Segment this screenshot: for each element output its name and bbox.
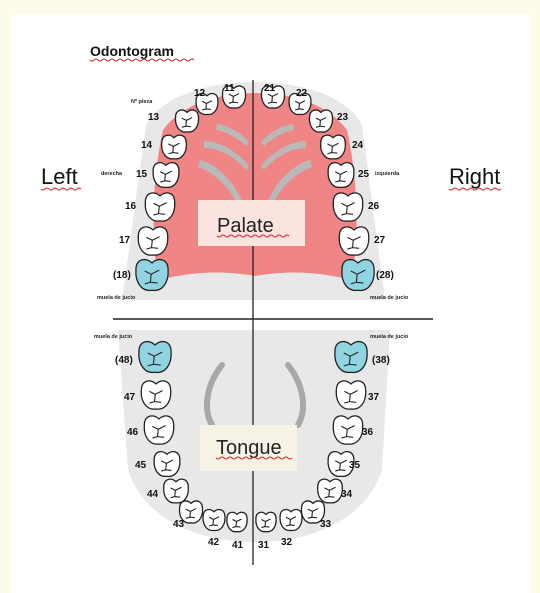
tooth-label-23: 23 <box>337 112 349 123</box>
tooth-13 <box>175 110 198 132</box>
tooth-label-38: (38) <box>372 355 390 366</box>
derecha-label: derecha <box>101 171 123 177</box>
tooth-crown-25 <box>328 163 354 188</box>
tooth-37 <box>336 381 366 409</box>
tooth-label-24: 24 <box>352 140 364 151</box>
tooth-crown-36 <box>333 416 363 444</box>
tooth-crown-28 <box>342 260 374 291</box>
tooth-23 <box>309 110 332 132</box>
tooth-crown-27 <box>339 227 369 255</box>
tooth-label-34: 34 <box>341 489 353 500</box>
wisdom-caption-lower-left: muela de jucio <box>94 334 133 340</box>
tooth-15 <box>153 163 179 188</box>
tooth-crown-17 <box>138 227 168 255</box>
tooth-16 <box>145 193 175 221</box>
tooth-24 <box>321 135 346 159</box>
wisdom-caption-upper-left: muela de jucio <box>97 295 136 301</box>
tongue-label: Tongue <box>216 437 282 459</box>
tooth-label-31: 31 <box>258 540 270 551</box>
tooth-31 <box>256 512 276 531</box>
tooth-label-48: (48) <box>115 355 133 366</box>
tooth-crown-38 <box>335 342 367 373</box>
tooth-label-16: 16 <box>125 201 137 212</box>
tooth-label-11: 11 <box>224 83 235 94</box>
tooth-crown-23 <box>309 110 332 132</box>
tooth-crown-48 <box>139 342 171 373</box>
tooth-47 <box>141 381 171 409</box>
izquierda-label: izquierda <box>375 171 400 177</box>
tooth-38 <box>335 342 367 373</box>
title-underline <box>90 59 194 61</box>
tooth-crown-32 <box>280 510 302 531</box>
tooth-crown-14 <box>162 135 187 159</box>
tooth-48 <box>139 342 171 373</box>
tooth-crown-41 <box>227 512 247 531</box>
tooth-label-12: 12 <box>194 88 206 99</box>
tooth-label-42: 42 <box>208 537 220 548</box>
palate-label: Palate <box>217 215 274 237</box>
tooth-crown-37 <box>336 381 366 409</box>
tooth-label-47: 47 <box>124 392 136 403</box>
tooth-crown-24 <box>321 135 346 159</box>
tooth-36 <box>333 416 363 444</box>
tooth-label-17: 17 <box>119 235 131 246</box>
wisdom-caption-upper-right: muela de jucio <box>370 295 409 301</box>
tooth-18 <box>136 260 168 291</box>
tooth-label-35: 35 <box>349 460 361 471</box>
diagram-title: Odontogram <box>90 43 174 59</box>
tooth-crown-46 <box>144 416 174 444</box>
tooth-crown-26 <box>333 193 363 221</box>
tooth-number-caption: Nº pieza <box>131 99 153 105</box>
tooth-25 <box>328 163 354 188</box>
tooth-crown-18 <box>136 260 168 291</box>
tooth-label-18: (18) <box>113 270 131 281</box>
tooth-label-22: 22 <box>296 88 308 99</box>
tooth-label-28: (28) <box>376 270 394 281</box>
tooth-34 <box>318 479 343 503</box>
tooth-label-37: 37 <box>368 392 380 403</box>
tooth-crown-34 <box>318 479 343 503</box>
tooth-label-36: 36 <box>362 427 374 438</box>
tooth-label-44: 44 <box>147 489 159 500</box>
side-right-label: Right <box>449 164 500 189</box>
tooth-label-41: 41 <box>232 540 244 551</box>
tooth-label-21: 21 <box>264 83 276 94</box>
tooth-label-13: 13 <box>148 112 160 123</box>
tooth-label-27: 27 <box>374 235 386 246</box>
tooth-label-33: 33 <box>320 519 332 530</box>
tooth-46 <box>144 416 174 444</box>
tooth-label-26: 26 <box>368 201 380 212</box>
tooth-label-15: 15 <box>136 169 148 180</box>
tooth-label-46: 46 <box>127 427 139 438</box>
tooth-label-14: 14 <box>141 140 153 151</box>
tooth-crown-16 <box>145 193 175 221</box>
tooth-label-32: 32 <box>281 537 293 548</box>
wisdom-caption-lower-right: muela de jucio <box>370 334 409 340</box>
tooth-28 <box>342 260 374 291</box>
side-left-label: Left <box>41 164 78 189</box>
tooth-label-45: 45 <box>135 460 147 471</box>
tooth-32 <box>280 510 302 531</box>
tooth-crown-44 <box>164 479 189 503</box>
tooth-crown-31 <box>256 512 276 531</box>
tooth-41 <box>227 512 247 531</box>
tooth-crown-47 <box>141 381 171 409</box>
tooth-27 <box>339 227 369 255</box>
tooth-crown-42 <box>203 510 225 531</box>
tooth-14 <box>162 135 187 159</box>
tooth-45 <box>154 452 180 477</box>
tooth-crown-15 <box>153 163 179 188</box>
tooth-crown-45 <box>154 452 180 477</box>
tooth-42 <box>203 510 225 531</box>
tooth-label-43: 43 <box>173 519 185 530</box>
tooth-label-25: 25 <box>358 169 370 180</box>
tooth-44 <box>164 479 189 503</box>
tooth-crown-13 <box>175 110 198 132</box>
tooth-17 <box>138 227 168 255</box>
tooth-26 <box>333 193 363 221</box>
